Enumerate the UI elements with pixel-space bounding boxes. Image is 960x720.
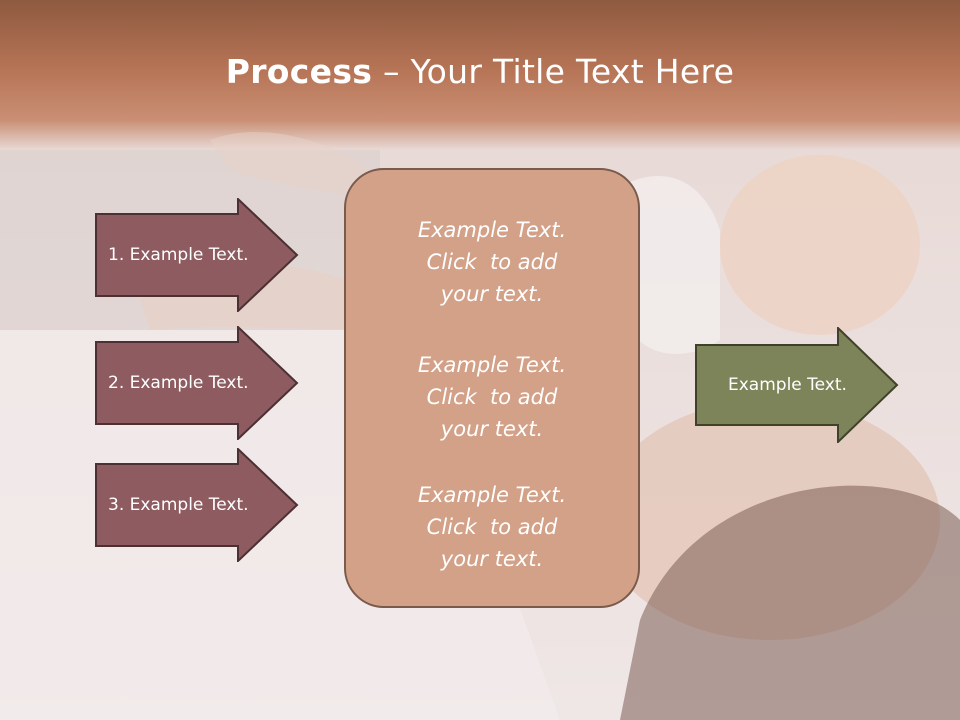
step-arrow-label: 1. Example Text.	[108, 245, 249, 265]
text-line: your text.	[440, 282, 544, 306]
text-block-2[interactable]: Example Text. Click to add your text.	[346, 349, 638, 445]
right-arrow-icon	[95, 448, 299, 562]
step-arrow-3[interactable]: 3. Example Text.	[95, 448, 299, 562]
center-text-box[interactable]: Example Text. Click to add your text. Ex…	[344, 168, 640, 608]
text-line: Click to add	[426, 385, 558, 409]
title-rest: – Your Title Text Here	[372, 52, 735, 91]
right-arrow-icon	[95, 326, 299, 440]
step-arrow-2[interactable]: 2. Example Text.	[95, 326, 299, 440]
text-line: Click to add	[426, 250, 558, 274]
text-line: Example Text.	[417, 218, 567, 242]
right-arrow-icon	[695, 327, 899, 443]
text-line: your text.	[440, 417, 544, 441]
step-arrow-label: 2. Example Text.	[108, 373, 249, 393]
result-arrow[interactable]: Example Text.	[695, 327, 899, 443]
slide-title: Process – Your Title Text Here	[0, 52, 960, 91]
text-line: your text.	[440, 547, 544, 571]
text-line: Click to add	[426, 515, 558, 539]
right-arrow-icon	[95, 198, 299, 312]
text-line: Example Text.	[417, 483, 567, 507]
result-arrow-label: Example Text.	[728, 375, 847, 395]
step-arrow-1[interactable]: 1. Example Text.	[95, 198, 299, 312]
text-block-1[interactable]: Example Text. Click to add your text.	[346, 214, 638, 310]
text-line: Example Text.	[417, 353, 567, 377]
step-arrow-label: 3. Example Text.	[108, 495, 249, 515]
title-bold: Process	[225, 52, 373, 91]
text-block-3[interactable]: Example Text. Click to add your text.	[346, 479, 638, 575]
